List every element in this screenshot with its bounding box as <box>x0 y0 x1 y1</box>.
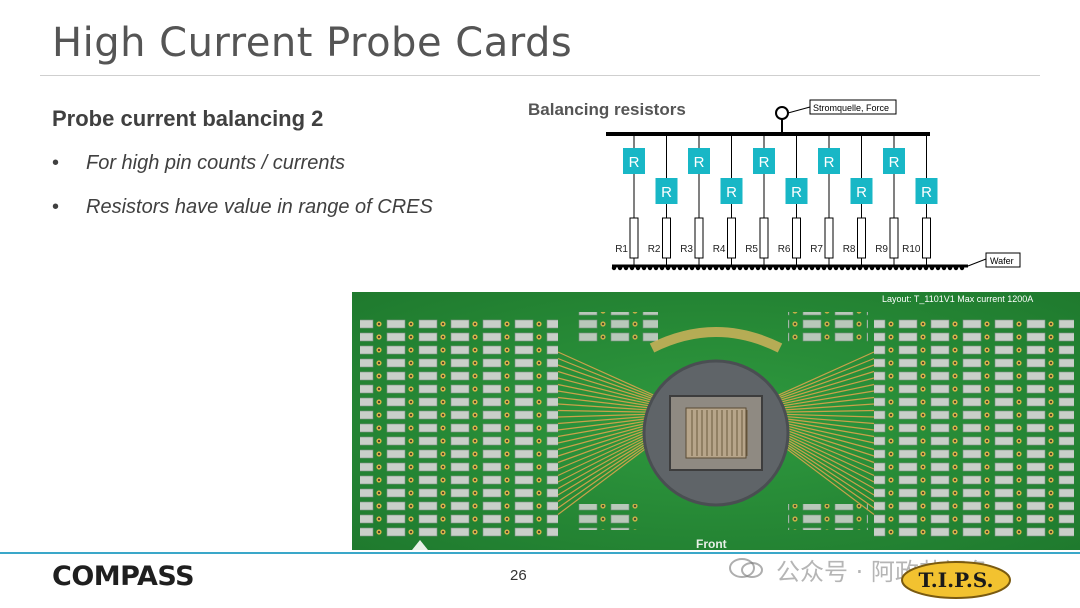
bullet-dot-icon: • <box>52 152 60 174</box>
bullet-text: For high pin counts / currents <box>86 152 346 174</box>
balancing-resistor <box>655 178 678 204</box>
balancing-resistor <box>915 178 938 204</box>
resistor-symbol: R <box>661 184 672 201</box>
resistor-symbol: R <box>824 154 835 171</box>
balancing-resistor <box>785 178 808 204</box>
bullet-item: • For high pin counts / currents <box>52 152 433 196</box>
resistor-symbol: R <box>629 154 640 171</box>
resistor-symbol: R <box>921 184 932 201</box>
title-divider <box>40 75 1040 76</box>
balancing-resistor <box>688 148 710 174</box>
resistor-label: R2 <box>648 244 661 255</box>
wafer-contacts <box>611 265 965 271</box>
balancing-resistor-diagram: Balancing resistors Stromquelle, Force R… <box>520 96 1040 280</box>
contact-resistor <box>889 217 899 259</box>
resistor-label: R1 <box>615 244 628 255</box>
resistor-label: R8 <box>843 244 856 255</box>
balancing-resistor <box>623 148 645 174</box>
wechat-icon <box>729 558 763 578</box>
bullet-dot-icon: • <box>52 196 60 218</box>
source-label: Stromquelle, Force <box>813 103 889 113</box>
resistor-symbol: R <box>856 184 867 201</box>
resistor-array-left <box>360 318 558 540</box>
resistor-label: R4 <box>713 244 726 255</box>
tips-logo-text: T.I.P.S. <box>919 568 994 592</box>
contact-resistor <box>629 217 639 259</box>
resistor-symbol: R <box>791 184 802 201</box>
contact-resistor <box>727 217 736 259</box>
tips-logo: T.I.P.S. <box>901 561 1011 599</box>
footer-divider <box>0 552 1080 554</box>
contact-resistor <box>792 217 801 259</box>
resistor-label: R3 <box>680 244 693 255</box>
resistor-array-right <box>874 318 1074 540</box>
wafer-label-box <box>985 252 1021 268</box>
resistor-symbol: R <box>759 154 770 171</box>
contact-resistor <box>824 217 834 259</box>
probe-card-photo: Layout: T_1101V1 Max current 1200A Front <box>352 292 1080 551</box>
current-source-icon <box>775 106 789 120</box>
resistor-label: R10 <box>902 244 921 255</box>
contact-resistor <box>662 217 671 259</box>
diagram-heading: Balancing resistors <box>528 100 686 119</box>
contact-resistor <box>922 217 931 259</box>
bullet-text: Resistors have value in range of CRES <box>86 196 433 218</box>
slide-title: High Current Probe Cards <box>52 20 573 66</box>
layout-caption: Layout: T_1101V1 Max current 1200A <box>882 294 1033 304</box>
resistor-label: R9 <box>875 244 888 255</box>
contact-resistor <box>857 217 866 259</box>
page-number: 26 <box>510 567 527 584</box>
section-heading: Probe current balancing 2 <box>52 106 324 131</box>
balancing-resistor <box>720 178 743 204</box>
resistor-label: R7 <box>810 244 823 255</box>
resistor-symbol: R <box>889 154 900 171</box>
bullet-item: • Resistors have value in range of CRES <box>52 196 433 240</box>
resistor-label: R6 <box>778 244 791 255</box>
resistor-label: R5 <box>745 244 758 255</box>
bullet-list: • For high pin counts / currents • Resisto… <box>52 152 433 240</box>
balancing-resistor <box>818 148 840 174</box>
balancing-resistor <box>753 148 775 174</box>
compass-logo: COMPASS <box>52 561 195 592</box>
resistor-symbol: R <box>726 184 737 201</box>
source-label-box <box>809 99 897 115</box>
balancing-resistor <box>883 148 905 174</box>
wafer-label: Wafer <box>990 256 1014 266</box>
resistor-symbol: R <box>694 154 705 171</box>
contact-resistor <box>694 217 704 259</box>
contact-resistor <box>759 217 769 259</box>
balancing-resistor <box>850 178 873 204</box>
front-label: Front <box>696 537 727 550</box>
